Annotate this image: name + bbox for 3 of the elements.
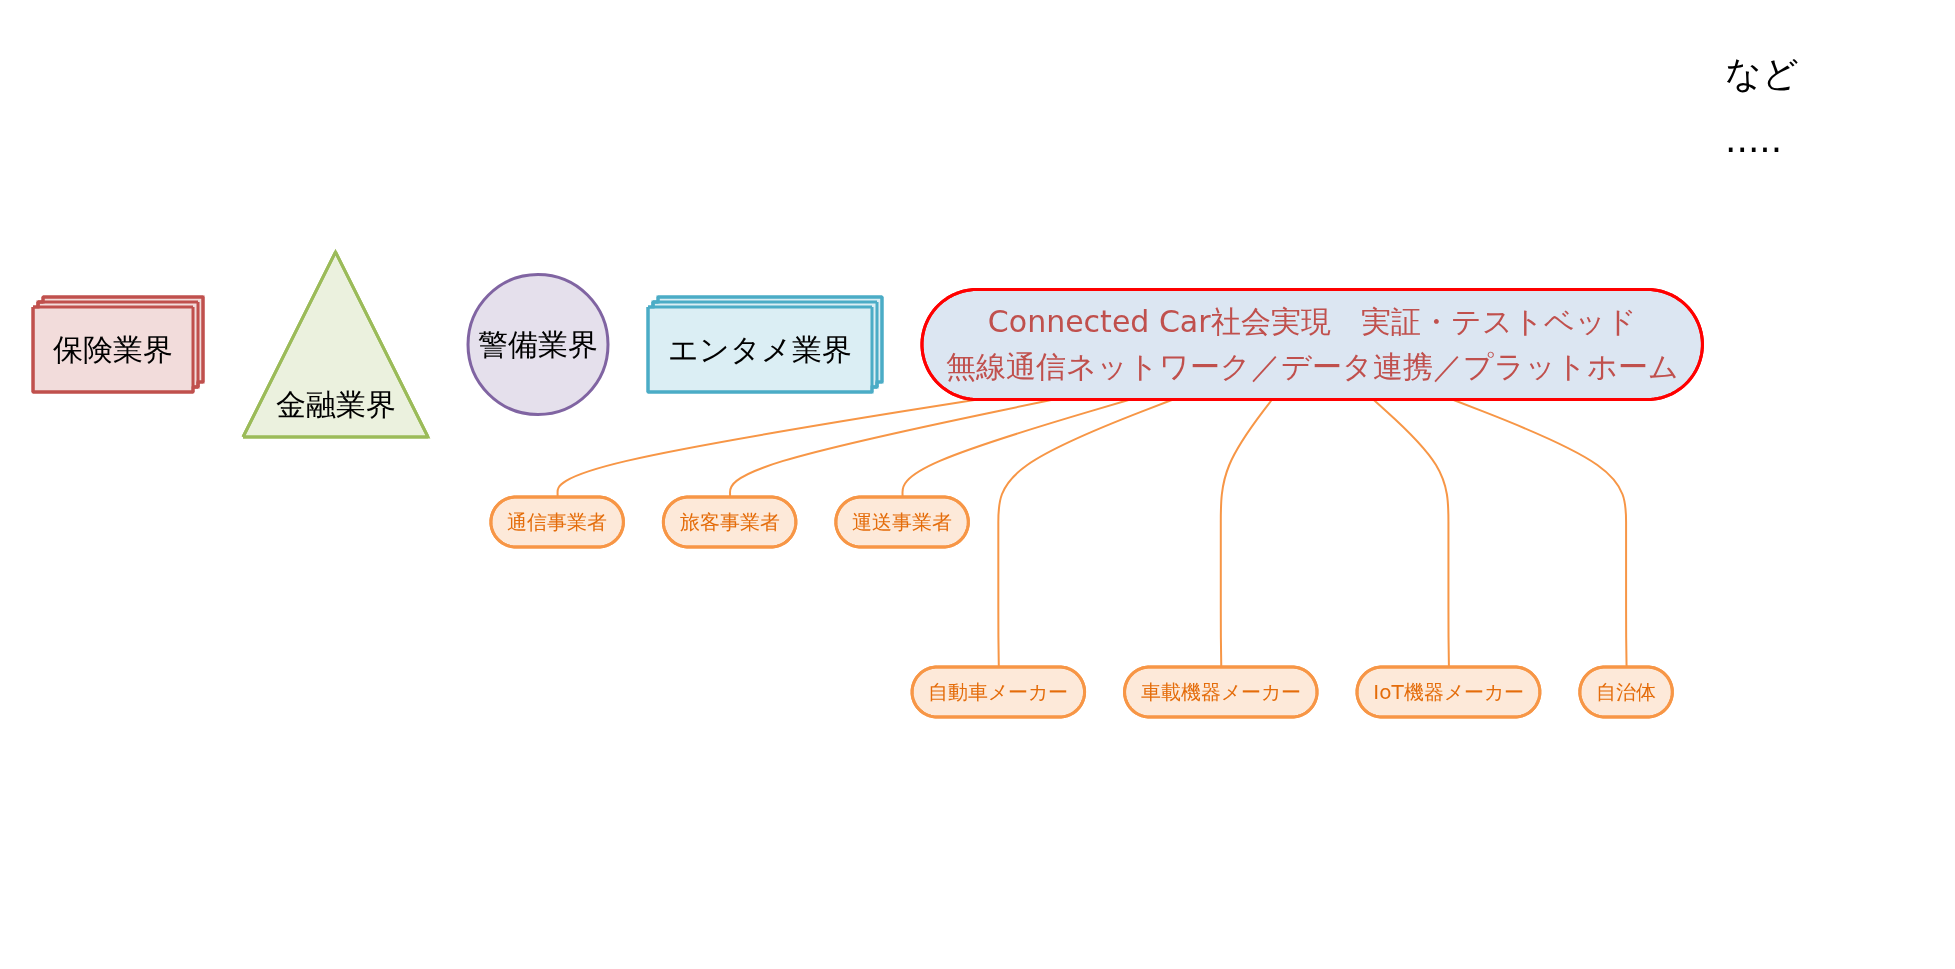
node-circle: 警備業界 [466,273,610,416]
note-text: など [1725,52,1800,96]
note-text: ..... [1725,119,1784,160]
